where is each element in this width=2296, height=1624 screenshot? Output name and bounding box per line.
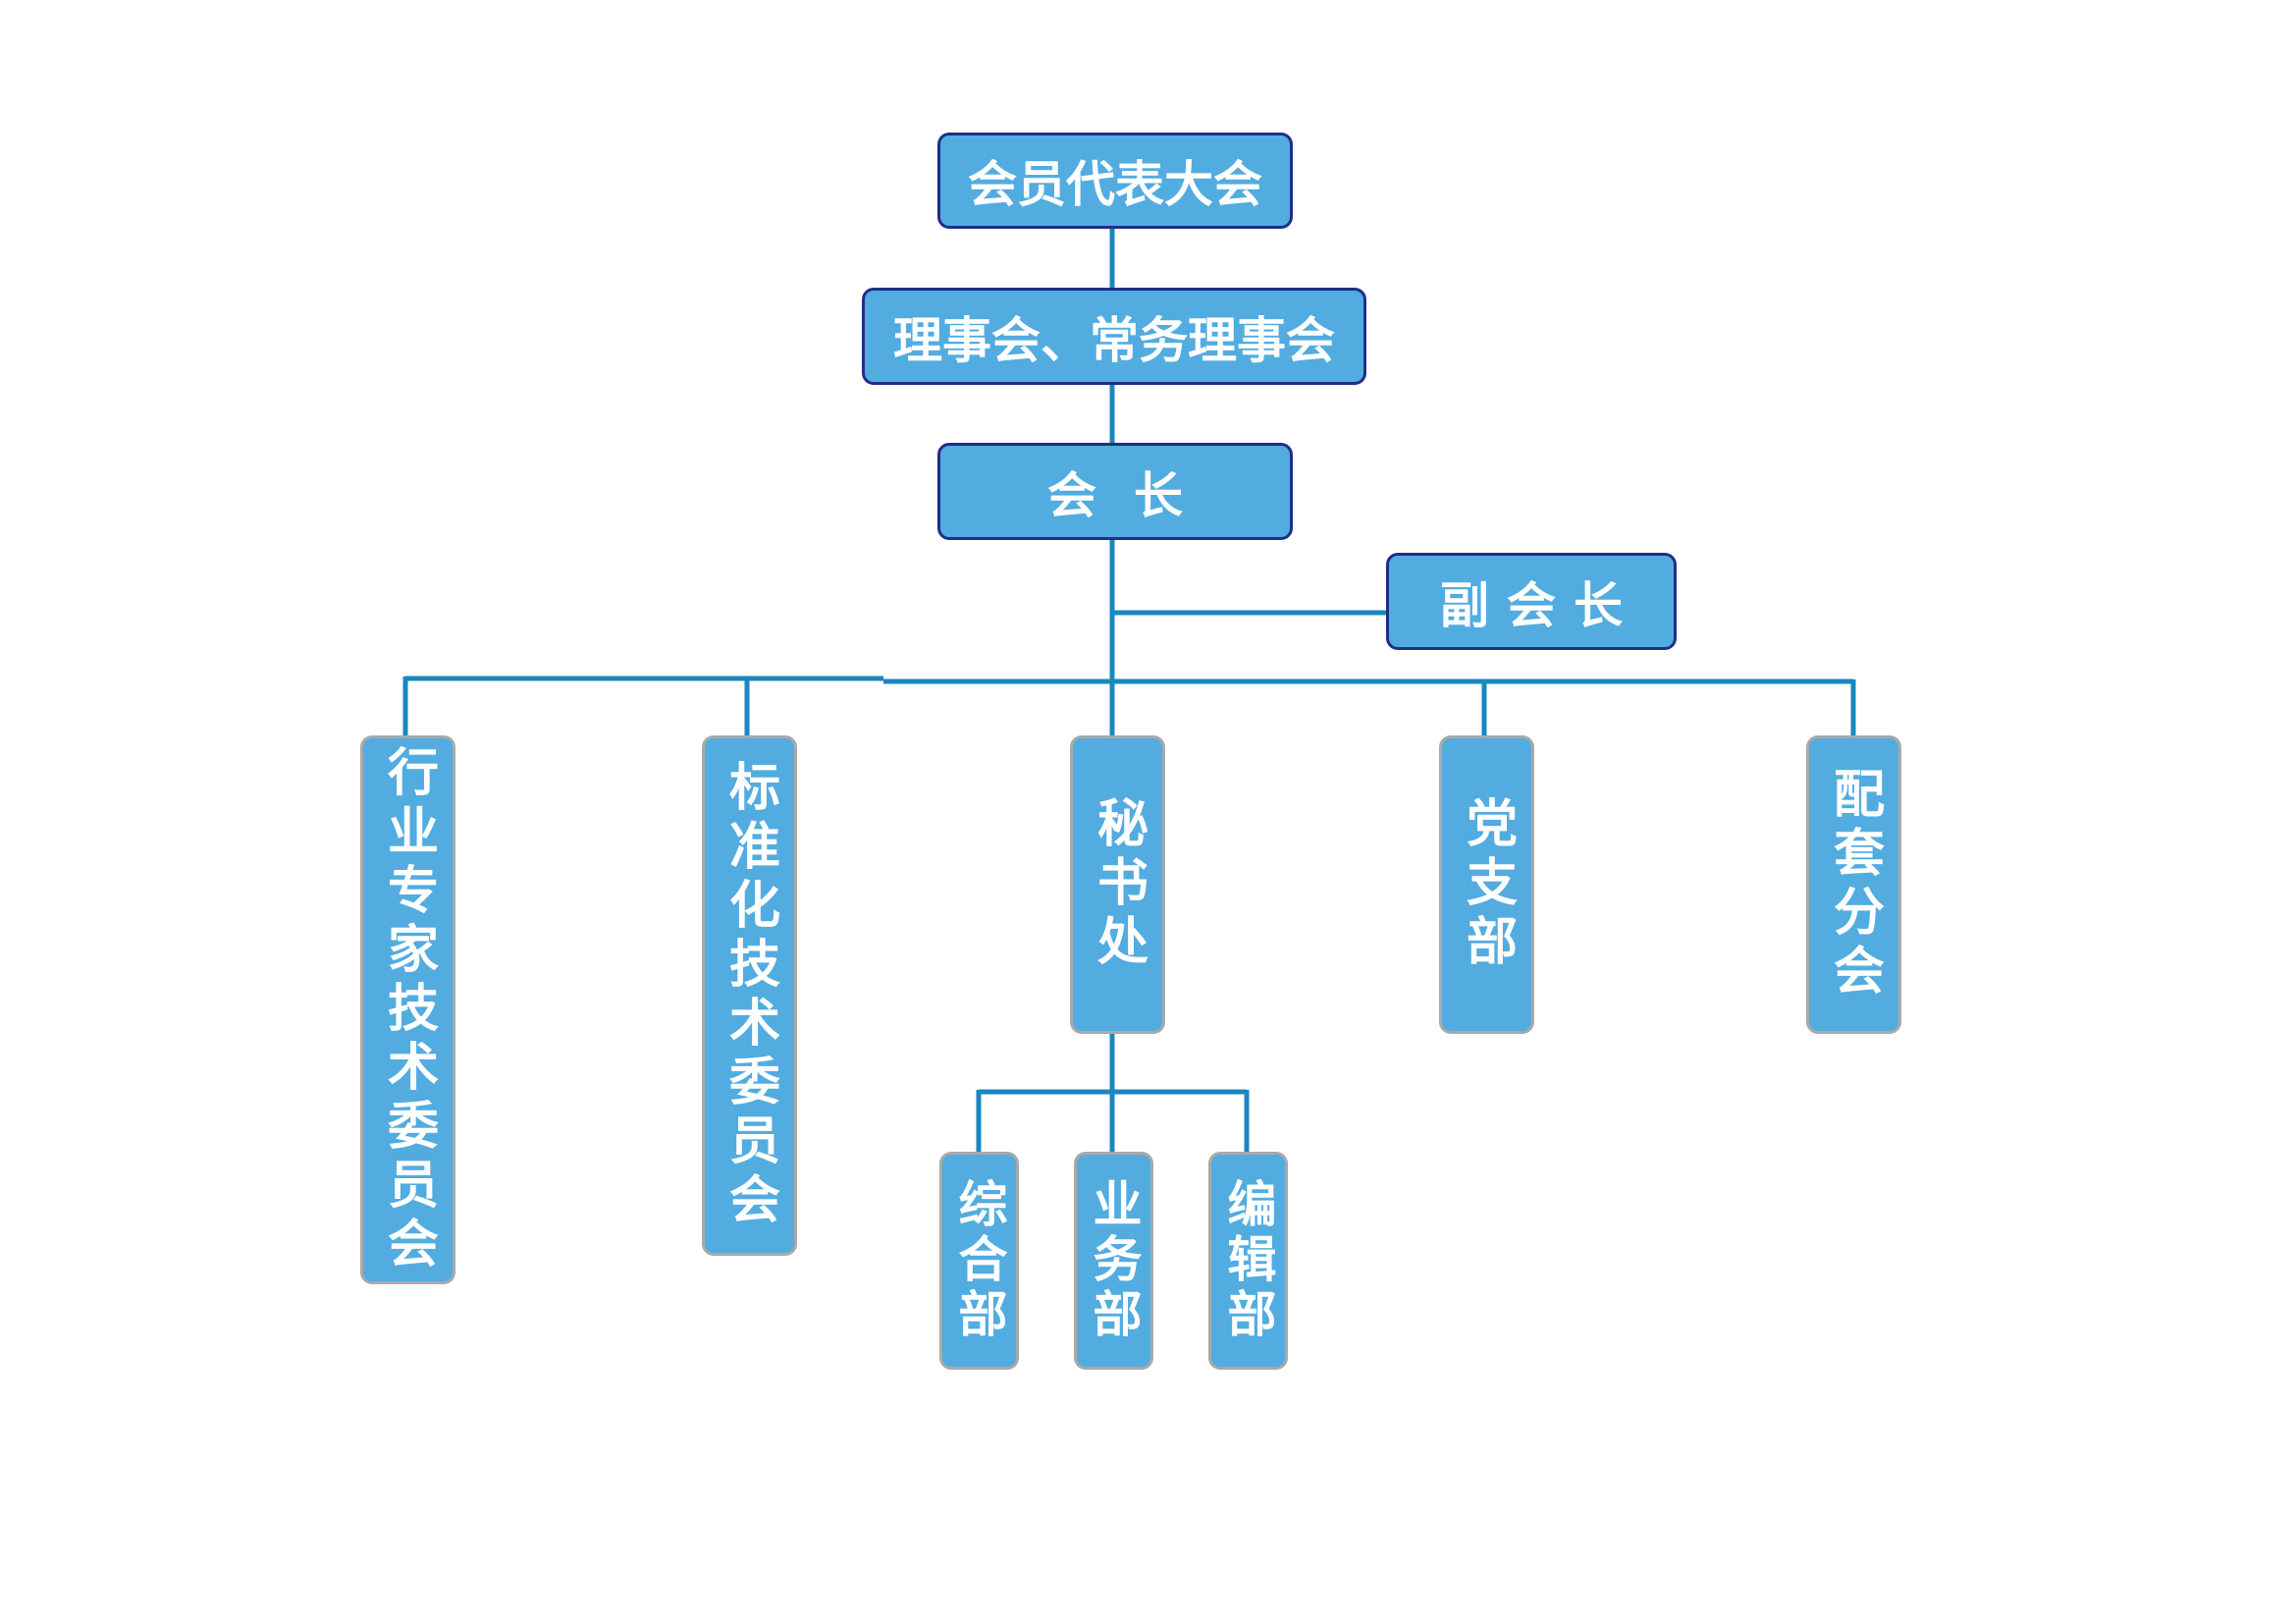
node-label: 配套分会 xyxy=(1824,767,1884,1002)
node-council: 理事会、常务理事会 xyxy=(862,288,1366,385)
node-general-dept: 综合部 xyxy=(939,1152,1019,1370)
node-label: 会长 xyxy=(1047,466,1220,524)
node-experts-committee: 行业专家技术委员会 xyxy=(360,735,455,1284)
node-label: 理事会、常务理事会 xyxy=(893,311,1335,369)
node-party-branch: 党支部 xyxy=(1439,735,1534,1034)
node-label: 党支部 xyxy=(1457,796,1517,973)
node-business-dept: 业务部 xyxy=(1074,1152,1153,1370)
node-representatives-assembly: 会员代表大会 xyxy=(937,133,1293,229)
node-label: 会员代表大会 xyxy=(968,156,1262,213)
node-editorial-dept: 编辑部 xyxy=(1208,1152,1288,1370)
node-president: 会长 xyxy=(937,443,1293,540)
node-label: 副会长 xyxy=(1440,576,1640,634)
node-vice-president: 副会长 xyxy=(1386,553,1677,650)
node-label: 秘书处 xyxy=(1088,796,1148,973)
node-label: 综合部 xyxy=(950,1178,1008,1343)
node-label: 标准化技术委员会 xyxy=(720,760,779,1231)
node-label: 行业专家技术委员会 xyxy=(378,744,438,1275)
node-secretariat: 秘书处 xyxy=(1070,735,1165,1034)
node-supporting-branches: 配套分会 xyxy=(1806,735,1901,1034)
node-label: 业务部 xyxy=(1085,1178,1143,1343)
node-label: 编辑部 xyxy=(1219,1178,1277,1343)
node-standards-committee: 标准化技术委员会 xyxy=(702,735,797,1256)
